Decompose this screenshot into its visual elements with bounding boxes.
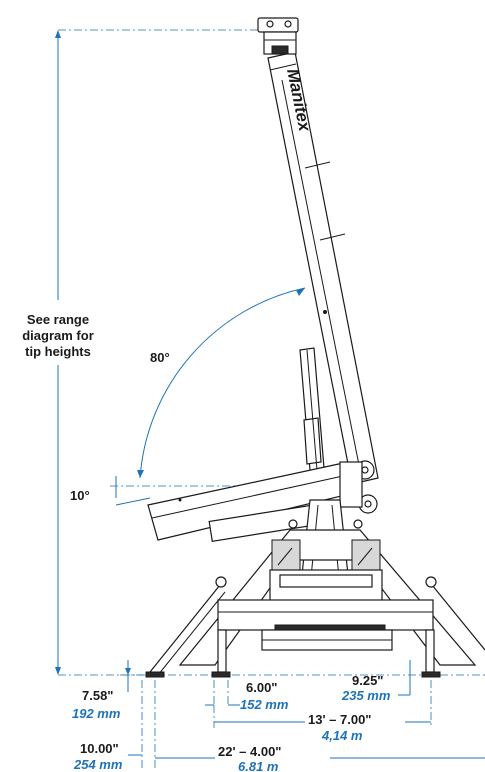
front-offset-metric: 254 mm xyxy=(73,757,123,772)
tip-height-note-line-3: tip heights xyxy=(25,344,91,359)
min-angle-label: 10° xyxy=(70,488,90,503)
outrigger-frame xyxy=(145,519,485,678)
rear-pad-inset-dimension xyxy=(398,660,411,696)
max-angle-label: 80° xyxy=(150,350,170,365)
main-boom-raised xyxy=(257,17,379,485)
overall-span-imperial: 22' – 4.00" xyxy=(218,744,281,759)
pad-inset-dimension xyxy=(205,680,240,706)
overall-span-metric: 6.81 m xyxy=(238,759,279,772)
front-offset-dimension xyxy=(128,680,156,770)
tip-height-note-line-2: diagram for xyxy=(22,328,94,343)
rear-span-metric: 4,14 m xyxy=(321,728,363,743)
pad-height-metric: 192 mm xyxy=(72,706,121,721)
tip-height-note-line-1: See range xyxy=(27,312,89,327)
pad-height-imperial: 7.58" xyxy=(82,688,113,703)
rear-span-imperial: 13' – 7.00" xyxy=(308,712,371,727)
front-offset-imperial: 10.00" xyxy=(80,741,119,756)
pad-inset-metric: 152 mm xyxy=(240,697,289,712)
rear-span-dimension xyxy=(213,680,432,728)
tip-height-dimension xyxy=(55,29,258,676)
pad-inset-imperial: 6.00" xyxy=(246,680,277,695)
lift-cylinder xyxy=(299,347,326,483)
rear-pad-inset-metric: 235 mm xyxy=(341,688,391,703)
main-boom-stowed xyxy=(147,460,378,542)
pad-height-dimension xyxy=(125,660,131,692)
rear-pad-inset-imperial: 9.25" xyxy=(352,673,383,688)
